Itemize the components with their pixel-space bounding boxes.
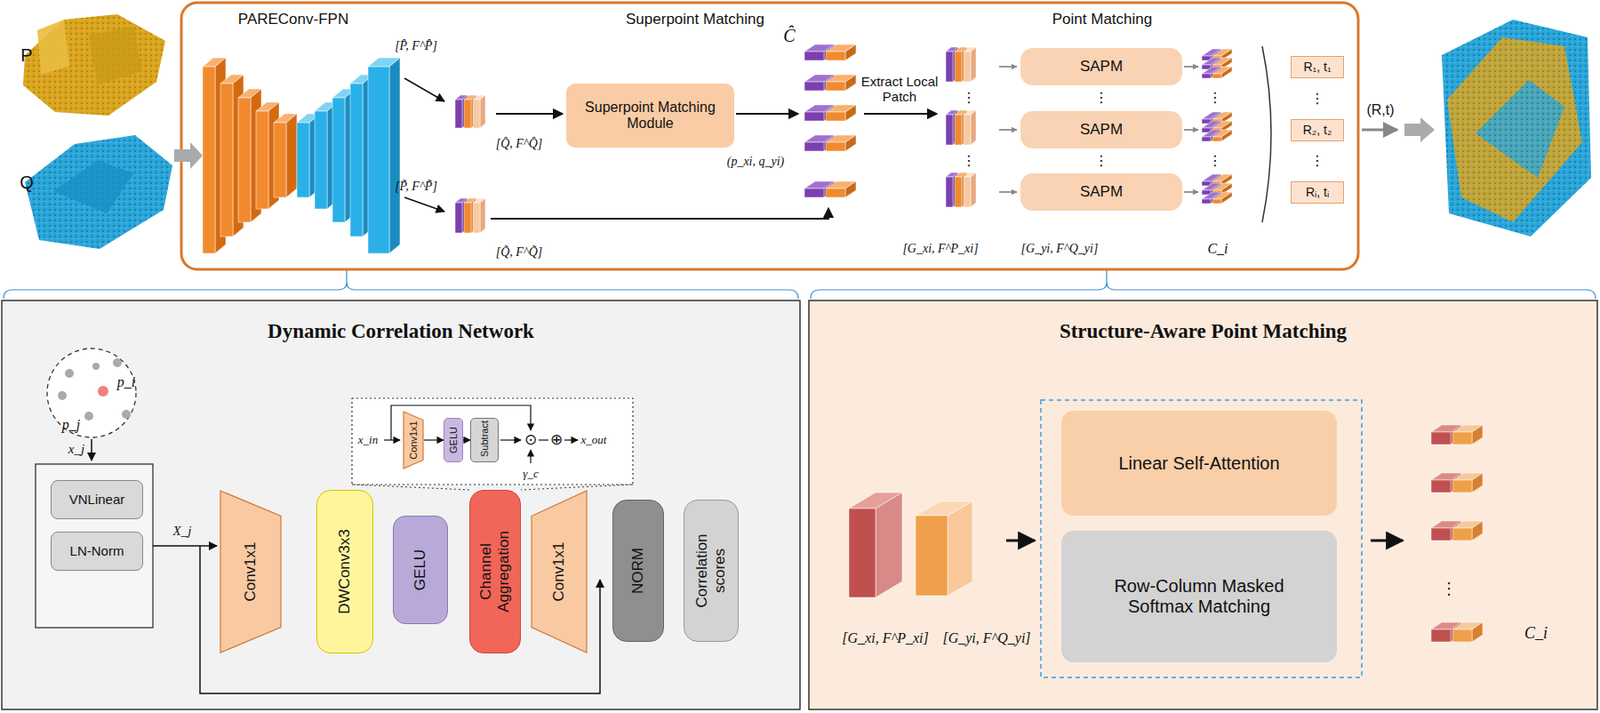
box-label: R₂, t₂ (1303, 122, 1333, 137)
feature-stacks (455, 44, 1232, 233)
panel: VNLinearLN-NormConv1x1GELUSubtractConv1x… (1, 300, 800, 710)
conv-trapezoid: Conv1x1 (219, 489, 282, 654)
text-label: ⋮ (961, 89, 976, 106)
math-label: [P̂, F^P̂] (394, 39, 438, 54)
fpn-layers (202, 57, 400, 254)
box-label: SAPM (1080, 183, 1123, 201)
box-label: Channel Aggregation (477, 518, 512, 625)
panel: Linear Self-AttentionRow-Column Masked S… (808, 300, 1598, 710)
connector (463, 439, 471, 440)
math-label: x_j (68, 441, 85, 457)
process-box: GELU (392, 515, 448, 624)
process-box: SAPM (1020, 173, 1183, 211)
box-label: VNLinear (69, 491, 126, 507)
process-box: SAPM (1020, 48, 1183, 86)
box-label: Linear Self-Attention (1118, 453, 1280, 474)
text-label: ⋮ (1310, 152, 1325, 169)
box-label: DWConv3x3 (336, 495, 354, 648)
math-label: p_j (62, 416, 80, 433)
math-label: [Q̃, F^Q̃] (496, 245, 544, 260)
math-label: [G_yi, F^Q_yi] (942, 630, 1031, 647)
process-box: VNLinear (50, 480, 144, 520)
math-label: [Q̂, F^Q̂] (496, 136, 544, 152)
box-label: LN-Norm (70, 543, 125, 559)
conv-trapezoid: Conv1x1 (530, 489, 588, 654)
text-label: Superpoint Matching (625, 10, 765, 29)
text-label: Q (19, 172, 34, 193)
box-label: Superpoint Matching Module (571, 99, 729, 133)
process-box: DWConv3x3 (316, 489, 374, 654)
math-label: γ_c (522, 467, 538, 481)
process-box: Rᵢ, tᵢ (1290, 181, 1344, 204)
registered-point-cloud (1441, 19, 1592, 237)
math-label: [P̃, F^P̃] (394, 179, 438, 194)
box-label: Conv1x1 (550, 495, 568, 648)
process-box: R₁, t₁ (1290, 56, 1344, 79)
process-box: SAPM (1020, 111, 1183, 149)
process-box: NORM (612, 499, 664, 642)
conv-trapezoid: Conv1x1 (402, 410, 424, 470)
box-label: SAPM (1080, 120, 1123, 139)
box-label: GELU (411, 520, 430, 619)
math-label: (p_xi, q_yi) (727, 154, 785, 169)
box-label: Row-Column Masked Softmax Matching (1096, 576, 1302, 617)
math-label: C_i (1524, 624, 1548, 643)
connector (424, 439, 444, 440)
point-cloud-q (24, 135, 173, 249)
process-box: Superpoint Matching Module (566, 83, 735, 148)
box-label: Subtract (479, 423, 491, 457)
box-label: NORM (629, 504, 648, 637)
box-label: SAPM (1080, 57, 1123, 76)
math-label: x_out (581, 433, 608, 448)
text-label: ⊙ (523, 431, 538, 449)
text-label: ⋮ (1094, 89, 1109, 106)
process-box: Correlation scores (683, 499, 739, 642)
text-label: Extract Local Patch (857, 73, 943, 105)
math-label: p_i (117, 374, 136, 391)
math-label: Ĉ (783, 25, 795, 47)
box-label: R₁, t₁ (1303, 59, 1331, 74)
box-label: Rᵢ, tᵢ (1305, 184, 1329, 200)
process-box: Subtract (470, 417, 499, 463)
text-label: (R,t) (1366, 102, 1394, 119)
process-box: R₂, t₂ (1290, 119, 1344, 142)
text-label: ⋮ (1310, 90, 1325, 107)
point-cloud-p (23, 14, 166, 116)
process-box: Linear Self-Attention (1061, 410, 1337, 516)
box-label: Conv1x1 (241, 495, 260, 648)
math-label: C_i (1207, 240, 1228, 257)
text-label: ⋮ (961, 152, 976, 169)
process-box: Channel Aggregation (469, 489, 521, 654)
math-label: [G_xi, F^P_xi] (902, 241, 978, 256)
process-box: Row-Column Masked Softmax Matching (1061, 530, 1337, 663)
text-label: ⊕ (549, 431, 564, 449)
text-label: ⋮ (1208, 89, 1223, 106)
process-box: LN-Norm (50, 531, 144, 571)
text-label: PAREConv-FPN (238, 10, 349, 29)
math-label: X_j (173, 523, 192, 539)
text-label: ⋮ (1440, 579, 1457, 599)
box-label: Conv1x1 (408, 416, 420, 464)
panel-title: Dynamic Correlation Network (1, 320, 800, 344)
math-label: [G_xi, F^P_xi] (841, 630, 928, 647)
box-label: GELU (448, 423, 460, 457)
math-label: [G_yi, F^Q_yi] (1021, 241, 1099, 256)
text-label: ⋮ (1094, 152, 1109, 169)
process-box: GELU (443, 417, 464, 463)
box-label: Correlation scores (693, 512, 728, 629)
panel-title: Structure-Aware Point Matching (808, 320, 1598, 344)
text-label: Point Matching (1052, 10, 1152, 29)
text-label: P (20, 45, 32, 66)
math-label: x_in (358, 433, 378, 448)
text-label: ⋮ (1208, 152, 1223, 169)
